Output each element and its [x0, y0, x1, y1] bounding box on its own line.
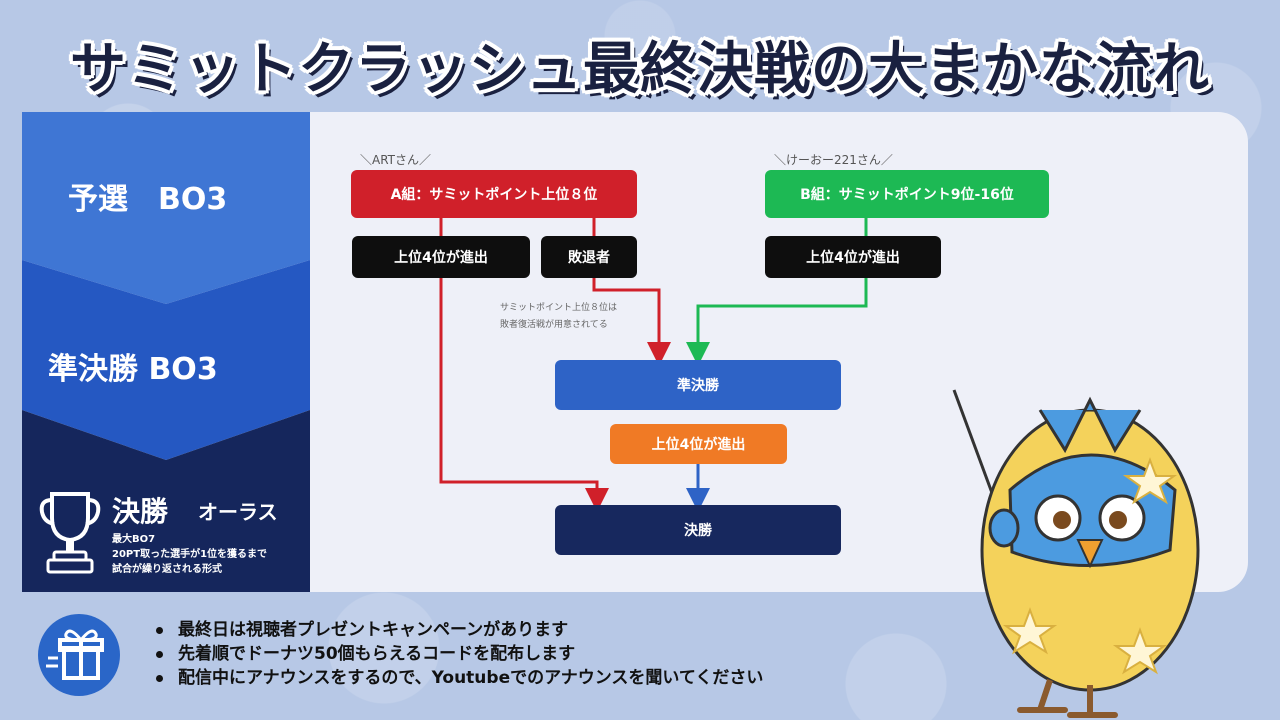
stage-qualifier-label: 予選 BO3	[68, 182, 228, 217]
semifinal-box: 準決勝	[555, 360, 841, 410]
stage-final-band	[22, 410, 310, 592]
trophy-icon	[39, 492, 101, 574]
group-b-box: B組：サミットポイント9位-16位	[765, 170, 1049, 218]
semifinal-advance-box: 上位4位が進出	[610, 424, 787, 464]
stage-semifinal-band	[22, 260, 310, 460]
group-b-advance-box: 上位4位が進出	[765, 236, 941, 278]
final-note-line-2: 20PT取った選手が1位を獲るまで	[112, 549, 268, 560]
stage-qualifier-band	[22, 112, 310, 304]
announcement-list: 最終日は視聴者プレゼントキャンペーンがあります 先着順でドーナツ50個もらえるコ…	[148, 618, 763, 690]
final-note-line-1: 最大BO7	[112, 534, 156, 545]
final-box: 決勝	[555, 505, 841, 555]
announcement-item: 先着順でドーナツ50個もらえるコードを配布します	[148, 642, 763, 666]
gift-icon-badge	[38, 614, 120, 696]
group-a-box: A組：サミットポイント上位８位	[351, 170, 637, 218]
group-b-tag: ＼けーおー221さん／	[774, 153, 893, 167]
connector-losers-to-semifinal	[592, 276, 671, 366]
group-a-tag: ＼ARTさん／	[360, 153, 432, 167]
stage-final-sublabel: オーラス	[198, 500, 278, 524]
group-a-advance-box: 上位4位が進出	[352, 236, 530, 278]
repechage-note-line-1: サミットポイント上位８位は	[500, 303, 618, 313]
losers-box: 敗退者	[541, 236, 637, 278]
connector-a-to-final	[439, 276, 609, 512]
announcement-item: 最終日は視聴者プレゼントキャンペーンがあります	[148, 618, 763, 642]
mascot-illustration	[952, 389, 1200, 718]
page-title: サミットクラッシュ最終決戦の大まかな流れ	[70, 37, 1210, 102]
gift-icon	[46, 629, 104, 680]
repechage-note-line-2: 敗者復活戦が用意されてる	[500, 320, 608, 330]
stage-semifinal-label: 準決勝 BO3	[48, 352, 218, 387]
stage-column	[22, 112, 310, 592]
stage-final-label: 決勝	[112, 495, 169, 528]
announcement-item: 配信中にアナウンスをするので、Youtubeでのアナウンスを聞いてください	[148, 666, 763, 690]
final-note-line-3: 試合が繰り返される形式	[112, 564, 222, 575]
connector-b-to-semifinal	[686, 276, 868, 366]
